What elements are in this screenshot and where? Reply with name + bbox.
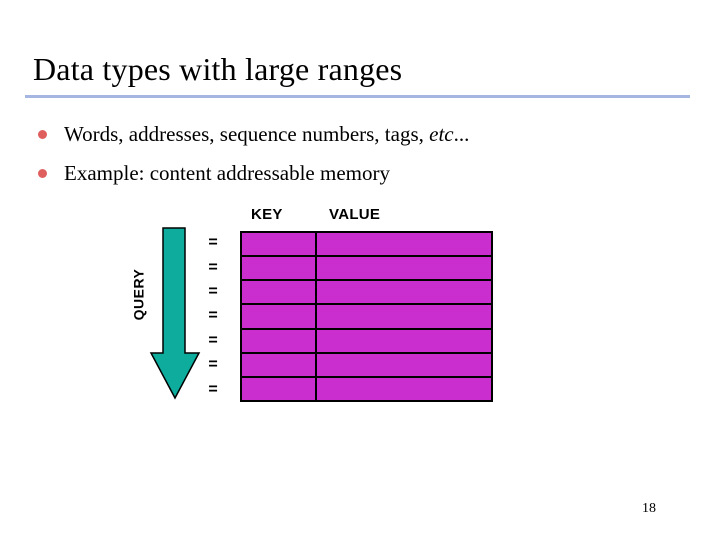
bullet-item: Example: content addressable memory <box>38 161 390 185</box>
bullet-text-segment: ... <box>453 121 470 146</box>
cam-row <box>242 329 491 354</box>
query-arrow-icon <box>149 227 201 400</box>
value-header: VALUE <box>329 206 381 223</box>
equals-column: = = = = = = = <box>200 231 226 402</box>
cam-value-cell <box>317 354 491 376</box>
down-arrow-shape <box>149 227 201 400</box>
bullet-item: Words, addresses, sequence numbers, tags… <box>38 122 469 146</box>
cam-row <box>242 233 491 258</box>
bullet-text-segment: Words, addresses, sequence numbers, tags… <box>64 121 430 146</box>
cam-row <box>242 281 491 306</box>
title-rule <box>25 95 690 98</box>
cam-value-cell <box>317 233 491 255</box>
cam-table <box>240 231 493 402</box>
cam-row <box>242 377 491 400</box>
slide-title: Data types with large ranges <box>33 51 403 87</box>
cam-value-cell <box>317 305 491 327</box>
cam-key-cell <box>242 377 317 400</box>
equals-sign: = <box>208 234 218 252</box>
query-label: QUERY <box>130 268 147 321</box>
cam-value-cell <box>317 281 491 303</box>
cam-value-cell <box>317 257 491 279</box>
bullet-dot-icon <box>38 129 47 139</box>
bullet-text-italic: etc <box>429 121 454 146</box>
equals-sign: = <box>208 331 218 349</box>
cam-key-cell <box>242 233 317 256</box>
equals-sign: = <box>208 356 218 374</box>
cam-key-cell <box>242 257 317 280</box>
cam-key-cell <box>242 329 317 352</box>
page-number: 18 <box>642 501 656 516</box>
equals-sign: = <box>208 258 218 276</box>
bullet-dot-icon <box>38 168 47 178</box>
cam-row <box>242 353 491 378</box>
cam-row <box>242 305 491 330</box>
bullet-text: Words, addresses, sequence numbers, tags… <box>64 122 469 147</box>
equals-sign: = <box>208 283 218 301</box>
cam-key-cell <box>242 305 317 328</box>
bullet-text: Example: content addressable memory <box>64 161 390 186</box>
cam-value-cell <box>317 330 491 352</box>
equals-sign: = <box>208 307 218 325</box>
bullet-text-segment: Example: content addressable memory <box>64 160 390 185</box>
cam-value-cell <box>317 378 491 400</box>
key-header: KEY <box>251 206 283 223</box>
cam-key-cell <box>242 353 317 376</box>
cam-key-cell <box>242 281 317 304</box>
equals-sign: = <box>208 380 218 398</box>
cam-row <box>242 257 491 282</box>
